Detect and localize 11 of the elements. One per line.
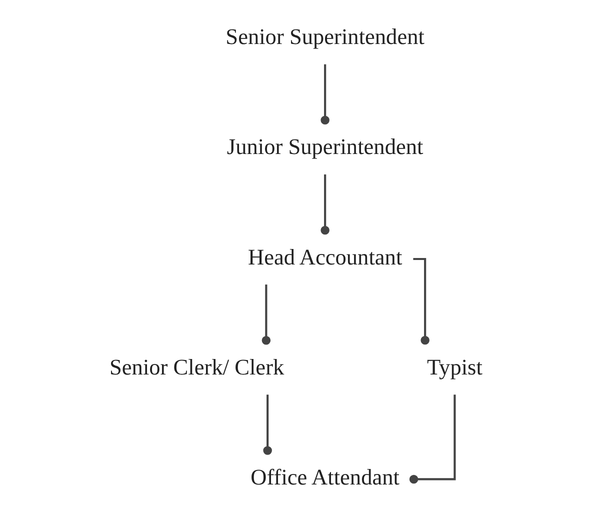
connector (261, 284, 270, 345)
connector (262, 394, 272, 455)
node-text: Senior Superintendent (225, 24, 424, 50)
node-text: Typist (426, 354, 482, 380)
node-text: Office Attendant (250, 464, 399, 490)
node-text: Senior Clerk/ Clerk (109, 354, 284, 380)
node-text: Head Accountant (247, 244, 402, 270)
node-text: Junior Superintendent (226, 134, 423, 160)
connector (320, 174, 329, 235)
connector (320, 64, 329, 125)
connector (408, 394, 456, 484)
